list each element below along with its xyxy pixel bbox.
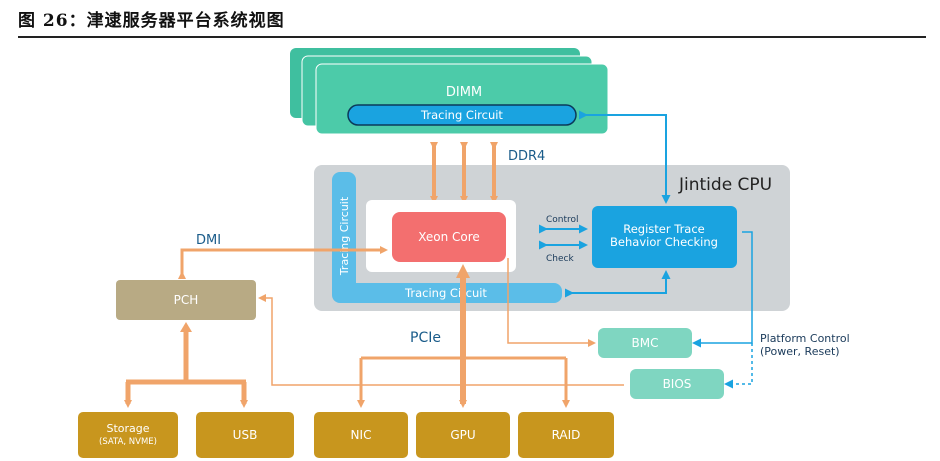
- usb-box: [196, 412, 294, 458]
- nic-box: [314, 412, 408, 458]
- cpu-label: Jintide CPU: [678, 175, 772, 195]
- pch-label: PCH: [174, 293, 199, 307]
- bios-label: BIOS: [663, 377, 692, 391]
- raid-label: RAID: [552, 428, 581, 442]
- usb-label: USB: [233, 428, 258, 442]
- tracing-bottom-label: Tracing Circuit: [404, 286, 487, 300]
- register-trace-box: [592, 206, 737, 268]
- bmc-label: BMC: [632, 336, 659, 350]
- platform-control-bios: [724, 343, 753, 389]
- dimm-label: DIMM: [446, 85, 482, 100]
- register-trace-label-2: Behavior Checking: [610, 235, 718, 249]
- platform-control-label-1: Platform Control: [760, 332, 850, 345]
- tracing-register-arrow: [565, 270, 671, 298]
- bios-pch-link: [258, 294, 624, 386]
- platform-control-label-2: (Power, Reset): [760, 345, 840, 358]
- xeon-core-label: Xeon Core: [418, 230, 480, 244]
- bios-box: [630, 369, 724, 399]
- caption-divider: [18, 36, 926, 38]
- ddr4-label: DDR4: [508, 149, 545, 164]
- nic-label: NIC: [351, 428, 372, 442]
- dimm-tracing-circuit: [347, 104, 577, 126]
- storage-label-1: Storage: [106, 422, 149, 435]
- pch-box: [116, 280, 256, 320]
- bmc-box: [598, 328, 692, 358]
- xeon-bmc-link: [507, 258, 596, 347]
- tracing-circuit-bottom: [332, 283, 562, 303]
- raid-box: [518, 412, 614, 458]
- dmi-label: DMI: [196, 233, 221, 248]
- dimm-tracing-label: Tracing Circuit: [420, 108, 503, 122]
- gpu-label: GPU: [450, 428, 475, 442]
- xeon-core: [392, 212, 506, 262]
- storage-box: [78, 412, 178, 458]
- dmi-arrow: [178, 246, 388, 279]
- control-label: Control: [546, 215, 579, 225]
- storage-label-2: (SATA, NVME): [99, 437, 157, 447]
- dimm-register-arrow: [579, 110, 671, 204]
- tracing-vertical-label: Tracing Circuit: [338, 196, 351, 276]
- register-trace-label-1: Register Trace: [623, 222, 705, 236]
- check-label: Check: [546, 254, 574, 264]
- platform-control-bmc: [692, 231, 753, 348]
- gpu-box: [416, 412, 510, 458]
- pcie-label: PCIe: [410, 330, 441, 346]
- figure-caption: 图 26：津逮服务器平台系统视图: [18, 11, 285, 31]
